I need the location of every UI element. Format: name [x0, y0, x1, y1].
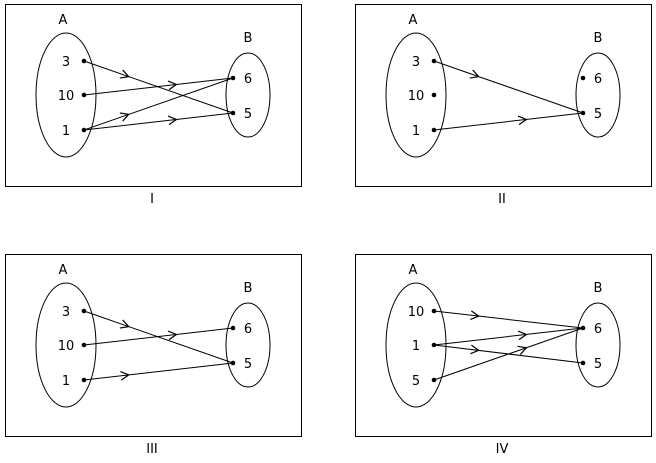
set-a-element: 3 — [62, 55, 70, 70]
set-b-ellipse — [225, 302, 271, 388]
set-a-element: 10 — [58, 339, 75, 354]
set-b-element: 5 — [594, 357, 602, 372]
arrowhead-icon — [167, 115, 178, 126]
set-a-element: 10 — [408, 89, 425, 104]
mapping-arrow-line — [433, 327, 584, 346]
panel-IV: A B 10 1 5 6 5IV — [355, 254, 652, 457]
set-a-element: 3 — [62, 305, 70, 320]
panel-caption: II — [498, 192, 506, 207]
set-b-element: 6 — [594, 72, 602, 87]
arrowhead-icon — [470, 310, 480, 321]
set-a-label: A — [59, 263, 68, 278]
mapping-arrow-line — [433, 310, 584, 329]
arrowhead-icon — [469, 69, 480, 79]
set-a-ellipse — [385, 282, 447, 408]
panel-caption: I — [150, 192, 154, 207]
arrowhead-icon — [517, 330, 528, 341]
panel-frame — [5, 4, 302, 187]
panel-frame — [355, 254, 652, 437]
set-a-element: 1 — [62, 124, 70, 139]
set-b-element: 5 — [244, 357, 252, 372]
set-b-element: 5 — [244, 107, 252, 122]
panel-II: A B 3 10 1 6 5II — [355, 4, 652, 207]
set-b-label: B — [244, 31, 253, 46]
set-a-label: A — [409, 13, 418, 28]
set-b-ellipse — [575, 302, 621, 388]
panel-I: A B 3 10 1 6 5I — [5, 4, 302, 207]
set-a-element: 10 — [408, 305, 425, 320]
arrowhead-icon — [167, 80, 178, 91]
set-b-label: B — [594, 281, 603, 296]
set-b-ellipse — [575, 52, 621, 138]
arrowhead-icon — [517, 115, 528, 126]
set-a-element: 10 — [58, 89, 75, 104]
arrowhead-icon — [119, 69, 130, 79]
set-b-label: B — [244, 281, 253, 296]
set-a-element: 1 — [412, 124, 420, 139]
arrowhead-icon — [167, 330, 178, 341]
arrowhead-icon — [119, 112, 130, 122]
panel-caption: IV — [496, 442, 509, 457]
arrowhead-icon — [470, 344, 480, 355]
mapping-arrow-line — [83, 77, 234, 96]
set-b-element: 6 — [244, 72, 252, 87]
panel-frame — [355, 4, 652, 187]
set-a-ellipse — [35, 32, 97, 158]
panel-frame — [5, 254, 302, 437]
mapping-arrow-line — [83, 362, 234, 381]
set-a-point — [431, 92, 437, 98]
set-b-element: 6 — [594, 322, 602, 337]
arrowhead-icon — [119, 319, 130, 329]
panel-caption: III — [146, 442, 158, 457]
mapping-arrow-line — [433, 112, 584, 131]
mapping-arrow-line — [83, 77, 234, 131]
mapping-arrow-line — [83, 112, 234, 131]
set-a-ellipse — [385, 32, 447, 158]
mapping-arrow-line — [433, 60, 584, 114]
set-b-element: 5 — [594, 107, 602, 122]
set-a-element: 3 — [412, 55, 420, 70]
mapping-arrow-line — [83, 327, 234, 346]
mapping-arrow-line — [433, 327, 584, 381]
set-b-label: B — [594, 31, 603, 46]
set-a-element: 1 — [412, 339, 420, 354]
set-b-point — [580, 75, 586, 81]
set-a-element: 5 — [412, 374, 420, 389]
set-a-element: 1 — [62, 374, 70, 389]
set-a-label: A — [59, 13, 68, 28]
set-b-element: 6 — [244, 322, 252, 337]
set-a-ellipse — [35, 282, 97, 408]
set-a-label: A — [409, 263, 418, 278]
arrowhead-icon — [120, 370, 130, 381]
set-b-ellipse — [225, 52, 271, 138]
arrowhead-icon — [517, 345, 528, 355]
